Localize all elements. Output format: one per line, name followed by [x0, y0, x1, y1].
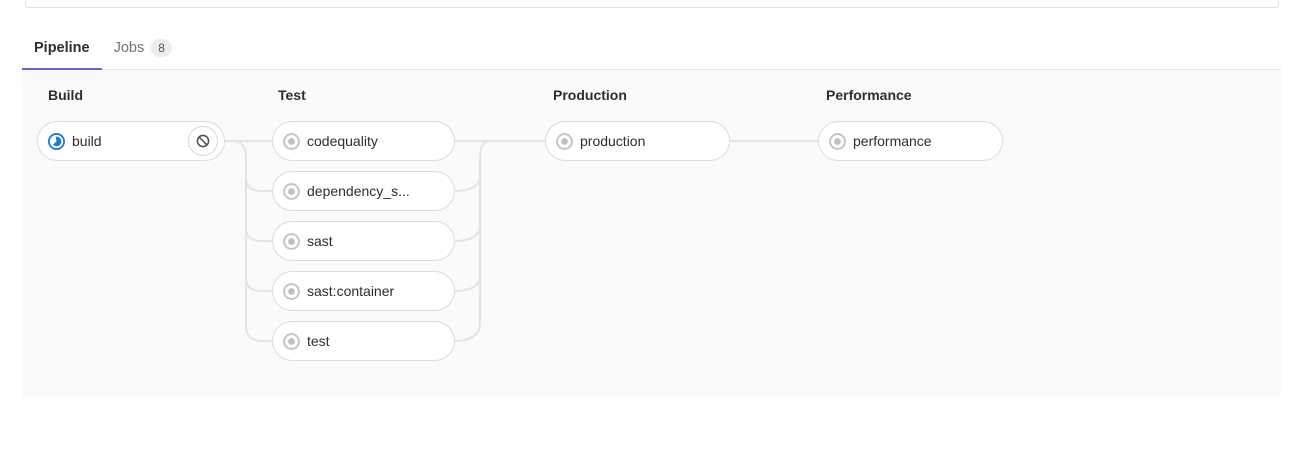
job-label: production: [580, 133, 646, 149]
cancel-job-button[interactable]: [188, 126, 218, 156]
job-test[interactable]: test: [272, 321, 455, 361]
created-dot-icon: [283, 132, 300, 150]
created-dot-icon: [829, 132, 846, 150]
pipeline-tab-bar: Pipeline Jobs 8: [22, 27, 1281, 70]
stage-header-build: Build: [48, 87, 83, 103]
job-label: codequality: [307, 133, 378, 149]
created-dot-icon: [556, 132, 573, 150]
job-sast-container[interactable]: sast:container: [272, 271, 455, 311]
stage-header-production: Production: [553, 87, 627, 103]
running-spinner-icon: [48, 132, 65, 150]
pipeline-graph: Build Test Production Performance build: [22, 70, 1281, 397]
created-dot-icon: [283, 282, 300, 300]
tab-pipeline[interactable]: Pipeline: [22, 27, 102, 70]
created-dot-icon: [283, 332, 300, 350]
connector-lines: [225, 140, 818, 342]
tab-pipeline-label: Pipeline: [34, 40, 90, 56]
job-label: build: [72, 133, 102, 149]
job-dependency-scanning[interactable]: dependency_s...: [272, 171, 455, 211]
previous-card-bottom-edge: [25, 0, 1279, 8]
job-label: sast: [307, 233, 333, 249]
ban-icon: [195, 133, 211, 149]
job-label: dependency_s...: [307, 183, 410, 199]
created-dot-icon: [283, 232, 300, 250]
stage-header-performance: Performance: [826, 87, 912, 103]
jobs-count-badge: 8: [151, 39, 172, 57]
job-label: performance: [853, 133, 932, 149]
job-label: sast:container: [307, 283, 395, 299]
job-codequality[interactable]: codequality: [272, 121, 455, 161]
job-build[interactable]: build: [37, 121, 225, 161]
job-label: test: [307, 333, 330, 349]
job-sast[interactable]: sast: [272, 221, 455, 261]
job-performance[interactable]: performance: [818, 121, 1003, 161]
stage-header-test: Test: [278, 87, 306, 103]
tab-jobs[interactable]: Jobs 8: [102, 27, 184, 69]
job-production[interactable]: production: [545, 121, 730, 161]
created-dot-icon: [283, 182, 300, 200]
tab-jobs-label: Jobs: [113, 40, 145, 56]
